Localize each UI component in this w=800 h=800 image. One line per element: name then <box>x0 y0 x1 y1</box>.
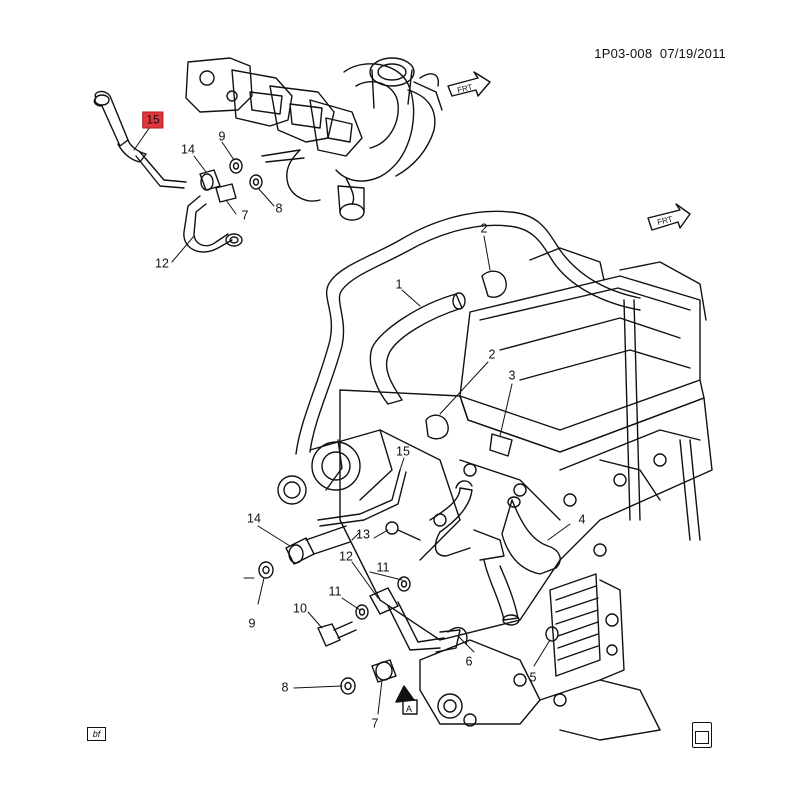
callout[interactable]: 13 <box>356 527 370 542</box>
callout[interactable]: 1 <box>395 277 403 292</box>
callout[interactable]: 5 <box>529 670 537 685</box>
callout[interactable]: 6 <box>465 654 473 669</box>
callout[interactable]: 10 <box>293 601 307 616</box>
callout-highlighted[interactable]: 15 <box>142 111 164 129</box>
leader-lines <box>133 123 571 715</box>
callout[interactable]: 4 <box>578 512 586 527</box>
doc-code: 1P03-008 <box>594 46 653 61</box>
callout[interactable]: 2 <box>480 221 488 236</box>
callout[interactable]: 12 <box>155 256 169 271</box>
callout[interactable]: 8 <box>275 201 283 216</box>
callout[interactable]: 7 <box>371 716 379 731</box>
callout[interactable]: 8 <box>281 680 289 695</box>
diagram-date: 07/19/2011 <box>659 46 726 61</box>
callout[interactable]: 14 <box>247 511 261 526</box>
callout[interactable]: 11 <box>328 584 342 599</box>
upper-pipe-assembly <box>93 90 263 253</box>
callout[interactable]: 3 <box>508 368 516 383</box>
callout[interactable]: 14 <box>181 142 195 157</box>
callout[interactable]: 7 <box>241 208 249 223</box>
engine-block <box>277 210 713 741</box>
corner-tag: bf <box>87 727 106 741</box>
fpo-file-icon <box>692 722 712 748</box>
callout[interactable]: 11 <box>376 560 390 575</box>
turbocharger-manifold <box>185 57 443 221</box>
callout[interactable]: 15 <box>396 444 410 459</box>
lower-pipe-assembly <box>258 469 561 715</box>
callout[interactable]: 9 <box>218 129 226 144</box>
callout[interactable]: 2 <box>488 347 496 362</box>
callout[interactable]: 12 <box>339 549 353 564</box>
diagram-header: 1P03-008 07/19/2011 <box>594 46 726 61</box>
callout[interactable]: 9 <box>248 616 256 631</box>
